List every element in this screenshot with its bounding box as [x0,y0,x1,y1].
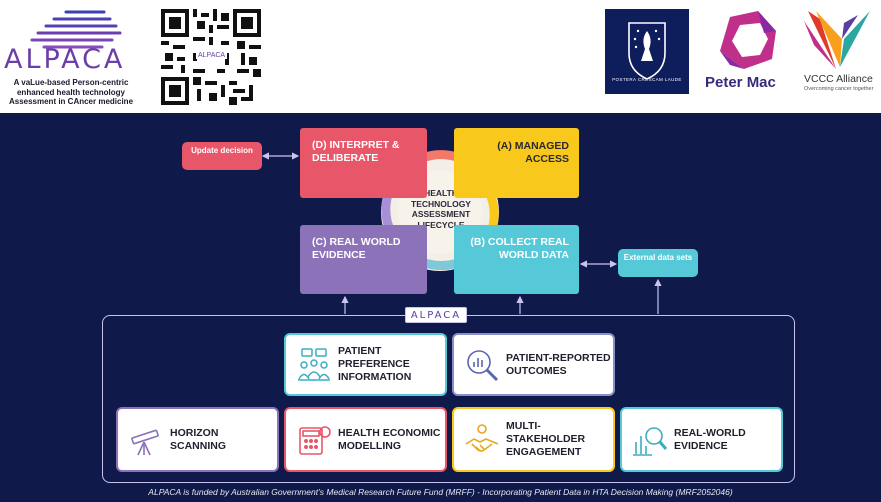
qr-code-icon[interactable] [161,9,261,105]
calculator-icon [299,425,331,455]
alpaca-frame-badge: ALPACA [405,307,467,323]
real-world-evidence-card: REAL-WORLD EVIDENCE [620,407,783,472]
unimelb-crest-icon [628,22,666,80]
vccc-logo-text: VCCC Alliance [804,73,873,85]
managed-access-box: (A) MANAGED ACCESS [454,128,579,198]
alpaca-tagline: A vaLue-based Person-centric enhanced he… [8,78,134,106]
unimelb-motto: POSTERA CRESCAM LAUDE [612,77,682,82]
patient-reported-card: PATIENT-REPORTED OUTCOMES [452,333,615,396]
health-economic-card: HEALTH ECONOMIC MODELLING [284,407,447,472]
update-decision-pill: Update decision [182,142,262,170]
real-world-evidence-box: (C) REAL WORLD EVIDENCE [300,225,427,294]
alpaca-logo-text: ALPACA [4,44,126,75]
petermac-logo-text: Peter Mac [705,74,776,91]
qr-center-label: ALPACA [196,52,228,59]
multi-stakeholder-label: MULTI-STAKEHOLDER ENGAGEMENT [506,420,586,458]
health-economic-label: HEALTH ECONOMIC MODELLING [338,426,441,452]
vccc-tagline: Overcoming cancer together [804,86,874,92]
petermac-logo-icon [720,11,776,69]
alpaca-waves-icon [30,10,122,49]
header-banner: ALPACA A vaLue-based Person-centric enha… [0,0,881,113]
collect-real-world-data-box: (B) COLLECT REAL WORLD DATA [454,225,579,294]
funding-footer: ALPACA is funded by Australian Governmen… [148,487,733,497]
horizon-scanning-card: HORIZON SCANNING [116,407,279,472]
patient-preference-label: PATIENT PREFERENCE INFORMATION [338,345,412,383]
people-chat-icon [298,347,330,381]
patient-preference-card: PATIENT PREFERENCE INFORMATION [284,333,447,396]
multi-stakeholder-card: MULTI-STAKEHOLDER ENGAGEMENT [452,407,615,472]
patient-reported-label: PATIENT-REPORTED OUTCOMES [506,351,611,377]
handshake-icon [465,423,499,452]
interpret-deliberate-box: (D) INTERPRET & DELIBERATE [300,128,427,198]
real-world-evidence-label: REAL-WORLD EVIDENCE [674,426,746,452]
unimelb-logo: POSTERA CRESCAM LAUDE [605,9,689,94]
magnifier-chart-icon [467,349,499,381]
vccc-logo-icon [804,11,870,69]
lifecycle-center-label: HEALTH TECHNOLOGY ASSESSMENT LIFECYCLE [411,188,471,230]
horizon-scanning-label: HORIZON SCANNING [170,426,227,452]
external-data-sets-pill: External data sets [618,249,698,277]
telescope-icon [131,429,159,455]
data-search-icon [633,426,668,456]
